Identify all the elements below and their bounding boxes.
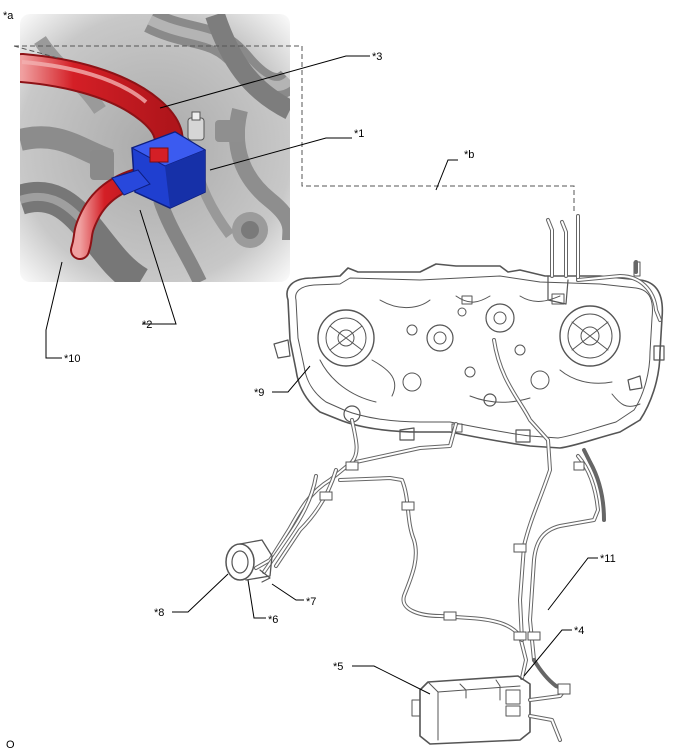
label-b: *b: [464, 149, 474, 161]
label-9: *9: [254, 387, 264, 399]
fuel-filler-neck: [225, 539, 273, 583]
labels: *a *b *1 *2 *3 *4 *5 *6 *7 *8 *9 *10 *11…: [3, 10, 616, 751]
label-8: *8: [154, 607, 164, 619]
engine-bay-photo: [20, 14, 290, 282]
label-10: *10: [64, 353, 81, 365]
fuel-lines: [254, 214, 662, 680]
charcoal-canister: [411, 658, 571, 745]
label-4: *4: [574, 625, 584, 637]
label-1: *1: [354, 128, 364, 140]
label-3: *3: [372, 51, 382, 63]
label-a: *a: [3, 10, 14, 22]
label-7: *7: [306, 596, 316, 608]
label-2: *2: [142, 319, 152, 331]
label-11: *11: [600, 553, 616, 565]
label-6: *6: [268, 614, 278, 626]
fuel-tank: [273, 261, 665, 449]
label-5: *5: [333, 661, 343, 673]
callout-lines: [45, 55, 598, 695]
figure-code: O: [6, 739, 15, 751]
